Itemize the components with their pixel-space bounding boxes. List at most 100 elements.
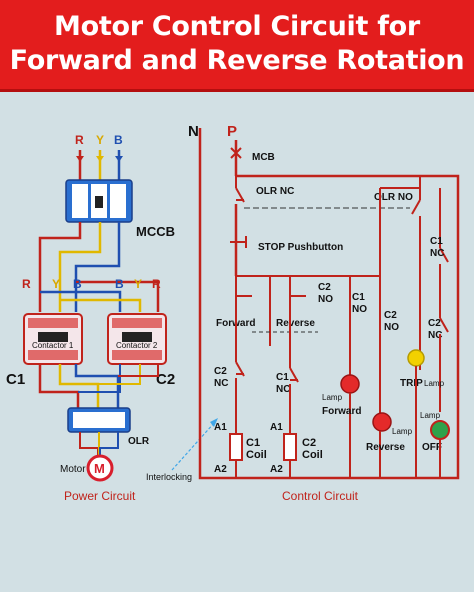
mccb-handle <box>95 196 103 208</box>
contactor-1-window <box>38 332 68 342</box>
reverse-lamp-tag: Lamp <box>392 427 413 436</box>
reverse-lamp-label: Reverse <box>366 442 405 453</box>
contactor-1-top <box>28 318 78 328</box>
contactor-2-window <box>122 332 152 342</box>
reverse-pb-label: Reverse <box>276 318 315 329</box>
forward-lamp <box>340 374 360 394</box>
mid-phase-y2: Y <box>134 277 142 291</box>
c1-nc-right-contact <box>439 247 449 263</box>
control-circuit-caption: Control Circuit <box>282 489 359 503</box>
c2-nc-label: C2 <box>214 366 227 377</box>
c1-nc-label-b: NC <box>276 384 290 395</box>
c1-no-label-b: NO <box>352 304 367 315</box>
a2-right-label: A2 <box>270 464 283 475</box>
wire-c2-out-1 <box>78 364 121 393</box>
arrow-r <box>76 156 84 162</box>
off-lamp-tag: Lamp <box>420 411 441 420</box>
title-line-1: Motor Control Circuit for <box>54 11 420 42</box>
mid-phase-r: R <box>22 277 31 291</box>
wire-c2-out-2 <box>98 364 141 385</box>
a1-left-label: A1 <box>214 422 227 433</box>
wire-motor-3 <box>99 432 119 458</box>
n-label: N <box>188 123 199 140</box>
c2-nc-right-contact <box>439 317 449 333</box>
forward-lamp-tag: Lamp <box>322 393 343 402</box>
mccb-pole-1 <box>72 184 88 218</box>
c2-nc-right-label: C2 <box>428 318 441 329</box>
interlocking-arrowhead <box>210 418 218 427</box>
power-circuit: R Y B MCCB R Y B B Y R <box>6 133 218 503</box>
off-lamp <box>430 420 450 440</box>
contactor-2-top <box>112 318 162 328</box>
p-label: P <box>227 123 237 140</box>
wire-c2-out-3 <box>118 364 159 377</box>
stop-label: STOP Pushbutton <box>258 242 343 253</box>
wire-motor-1 <box>79 432 99 458</box>
olr-nc-label: OLR NC <box>256 186 294 197</box>
c1-nc-right-label-b: NC <box>430 248 444 259</box>
off-label: OFF <box>422 442 442 453</box>
wire-b-to-contactor <box>74 222 121 312</box>
arrow-y <box>96 156 104 162</box>
c2-no-right-label-b: NO <box>384 322 399 333</box>
c1-nc-label: C1 <box>276 372 289 383</box>
olr-no-label: OLR NO <box>374 192 413 203</box>
control-frame <box>198 128 460 480</box>
circuit-diagram: R Y B MCCB R Y B B Y R <box>6 123 460 503</box>
phase-label-b: B <box>114 133 123 147</box>
coil-2 <box>283 433 297 461</box>
motor-m: M <box>94 461 105 476</box>
c2-no-label: C2 <box>318 282 331 293</box>
mcb-mark <box>230 147 242 159</box>
c2-nc-right-label-b: NC <box>428 330 442 341</box>
trip-label: TRIP <box>400 378 423 389</box>
c2-no-label-b: NO <box>318 294 333 305</box>
motor-symbol <box>86 454 114 482</box>
wire-cross-y <box>60 298 142 312</box>
phase-label-r: R <box>75 133 84 147</box>
coil-2-label-b: Coil <box>302 449 323 461</box>
coil-1-label: C1 <box>246 437 260 449</box>
trip-lamp <box>407 349 425 367</box>
interlocking-label: Interlocking <box>146 472 192 482</box>
control-circuit: N P MCB OLR NC OLR NO STOP Pushbutton <box>188 123 460 503</box>
contactor-2-label: Contactor 2 <box>116 341 158 350</box>
wire-cross-b <box>40 290 122 312</box>
c2-nc-label-b: NC <box>214 378 228 389</box>
coil-2-label: C2 <box>302 437 316 449</box>
title-banner: Motor Control Circuit for Forward and Re… <box>0 0 474 92</box>
coil-1-label-b: Coil <box>246 449 267 461</box>
olr-label: OLR <box>128 436 150 447</box>
contactor-2-bottom <box>112 350 162 360</box>
arrow-b <box>115 156 123 162</box>
mccb-pole-3 <box>110 184 126 218</box>
mccb-label: MCCB <box>136 224 175 239</box>
mcb-label: MCB <box>252 152 275 163</box>
interlocking-arrow <box>171 421 216 471</box>
trip-lamp-tag: Lamp <box>424 379 445 388</box>
mid-phase-b1: B <box>73 277 82 291</box>
diagram-canvas: R Y B MCCB R Y B B Y R <box>0 92 474 592</box>
mid-phase-b2: B <box>115 277 124 291</box>
forward-lamp-label: Forward <box>322 406 361 417</box>
mid-phase-y1: Y <box>52 277 60 291</box>
olr-no-contact <box>411 199 421 215</box>
wire-r-to-contactor <box>38 222 82 312</box>
olr-face <box>73 412 125 428</box>
coil-1 <box>229 433 243 461</box>
wire-cross-r <box>76 280 160 312</box>
contactor-1-bottom <box>28 350 78 360</box>
mid-phase-r2: R <box>152 277 161 291</box>
c1-nc-right-label: C1 <box>430 236 443 247</box>
wire-c1-r-out <box>38 364 80 408</box>
c2-label: C2 <box>156 371 175 388</box>
c1-no-label: C1 <box>352 292 365 303</box>
wire-c1-y-out <box>58 364 100 408</box>
motor-label: Motor <box>60 464 86 475</box>
wire-y-to-contactor <box>58 222 102 312</box>
a1-right-label: A1 <box>270 422 283 433</box>
a2-left-label: A2 <box>214 464 227 475</box>
power-circuit-caption: Power Circuit <box>64 489 136 503</box>
reverse-lamp <box>372 412 392 432</box>
phase-label-y: Y <box>96 133 104 147</box>
